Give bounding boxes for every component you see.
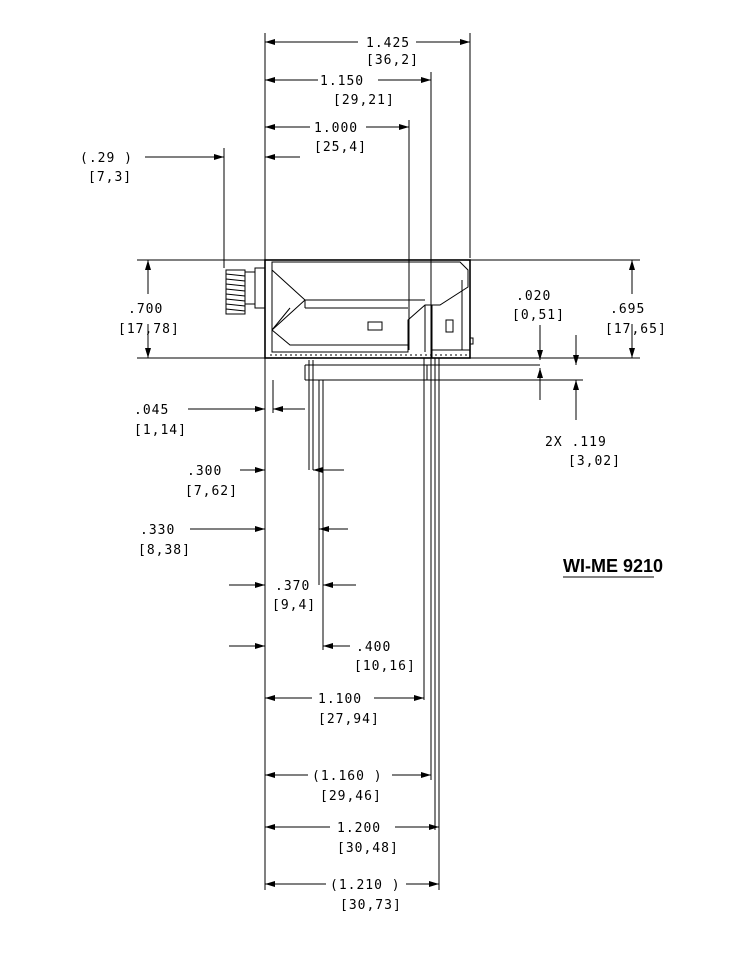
dim-020: .020 [0,51]	[512, 289, 565, 400]
extension-lines	[137, 33, 640, 890]
dim-695-in: .695	[610, 302, 645, 317]
dim-1210-in: (1.210 )	[330, 878, 401, 893]
dim-1200-in: 1.200	[337, 821, 381, 836]
drawing-id: WI-ME 9210	[563, 556, 663, 576]
dim-400: .400 [10,16]	[229, 640, 416, 674]
dim-1425: 1.425 [36,2]	[265, 36, 470, 68]
dim-695: .695 [17,65]	[605, 260, 667, 358]
dim-1150-mm: [29,21]	[333, 93, 395, 108]
dim-029-in: (.29 )	[80, 151, 133, 166]
dim-045-in: .045	[134, 403, 169, 418]
dim-330-mm: [8,38]	[138, 543, 191, 558]
dim-1100-mm: [27,94]	[318, 712, 380, 727]
dim-700-in: .700	[128, 302, 163, 317]
dim-400-in: .400	[356, 640, 391, 655]
dim-1160-mm: [29,46]	[320, 789, 382, 804]
dim-1200: 1.200 [30,48]	[265, 821, 439, 856]
dim-1000: 1.000 [25,4]	[265, 121, 409, 155]
dim-1150: 1.150 [29,21]	[265, 74, 431, 108]
dim-695-mm: [17,65]	[605, 322, 667, 337]
dim-045-mm: [1,14]	[134, 423, 187, 438]
dim-300-in: .300	[187, 464, 222, 479]
dim-1000-in: 1.000	[314, 121, 358, 136]
drawing-label: WI-ME 9210	[563, 556, 663, 577]
dim-400-mm: [10,16]	[354, 659, 416, 674]
connector	[226, 268, 265, 314]
dim-300-mm: [7,62]	[185, 484, 238, 499]
dim-119-in: 2X .119	[545, 435, 607, 450]
dim-020-mm: [0,51]	[512, 308, 565, 323]
dim-330: .330 [8,38]	[138, 523, 348, 558]
dim-1425-in: 1.425	[366, 36, 410, 51]
dim-020-in: .020	[516, 289, 551, 304]
dim-029-mm: [7,3]	[88, 170, 132, 185]
dim-1000-mm: [25,4]	[314, 140, 367, 155]
dim-370-in: .370	[275, 579, 310, 594]
dim-045: .045 [1,14]	[134, 380, 305, 438]
module-body	[265, 260, 473, 358]
dim-330-in: .330	[140, 523, 175, 538]
dim-1200-mm: [30,48]	[337, 841, 399, 856]
dim-370-mm: [9,4]	[272, 598, 316, 613]
dim-700-mm: [17,78]	[118, 322, 180, 337]
dim-1210: (1.210 ) [30,73]	[265, 878, 439, 913]
dim-119: 2X .119 [3,02]	[545, 335, 621, 469]
label-slot-2	[446, 320, 453, 332]
dim-370: .370 [9,4]	[229, 579, 356, 613]
dim-1160-in: (1.160 )	[312, 769, 383, 784]
dim-1425-mm: [36,2]	[366, 53, 419, 68]
dim-029: (.29 ) [7,3]	[80, 151, 300, 185]
dim-119-mm: [3,02]	[568, 454, 621, 469]
dim-1100-in: 1.100	[318, 692, 362, 707]
dim-700: .700 [17,78]	[118, 260, 180, 358]
label-slot	[368, 322, 382, 330]
dim-1100: 1.100 [27,94]	[265, 692, 424, 727]
dim-1210-mm: [30,73]	[340, 898, 402, 913]
dim-1150-in: 1.150	[320, 74, 364, 89]
pins	[305, 358, 583, 890]
dim-1160: (1.160 ) [29,46]	[265, 769, 431, 804]
